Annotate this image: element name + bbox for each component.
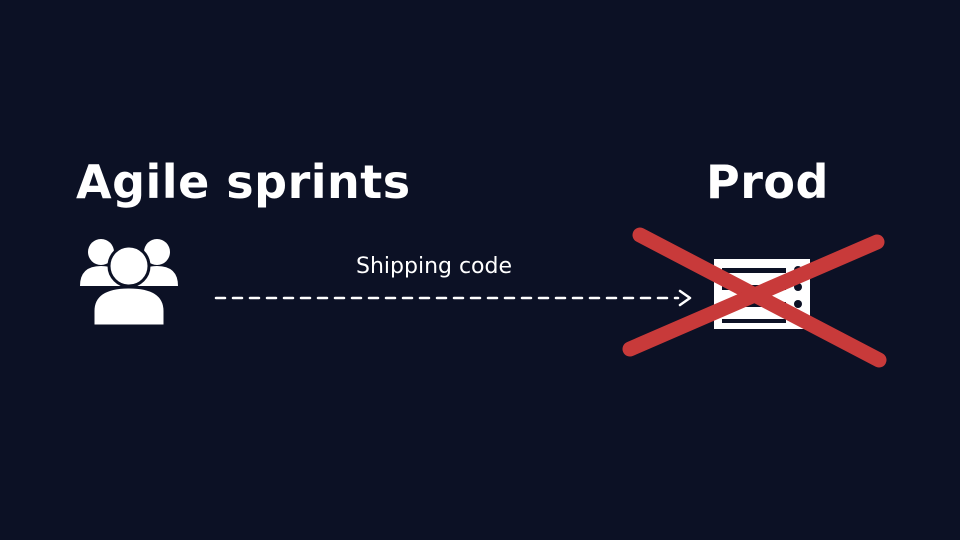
agile-sprints-heading: Agile sprints (76, 155, 411, 209)
users-group-icon (80, 239, 178, 328)
cross-out-mark (622, 227, 887, 368)
shipping-arrow (214, 289, 692, 307)
shipping-code-label: Shipping code (356, 254, 513, 279)
prod-heading: Prod (706, 155, 829, 209)
